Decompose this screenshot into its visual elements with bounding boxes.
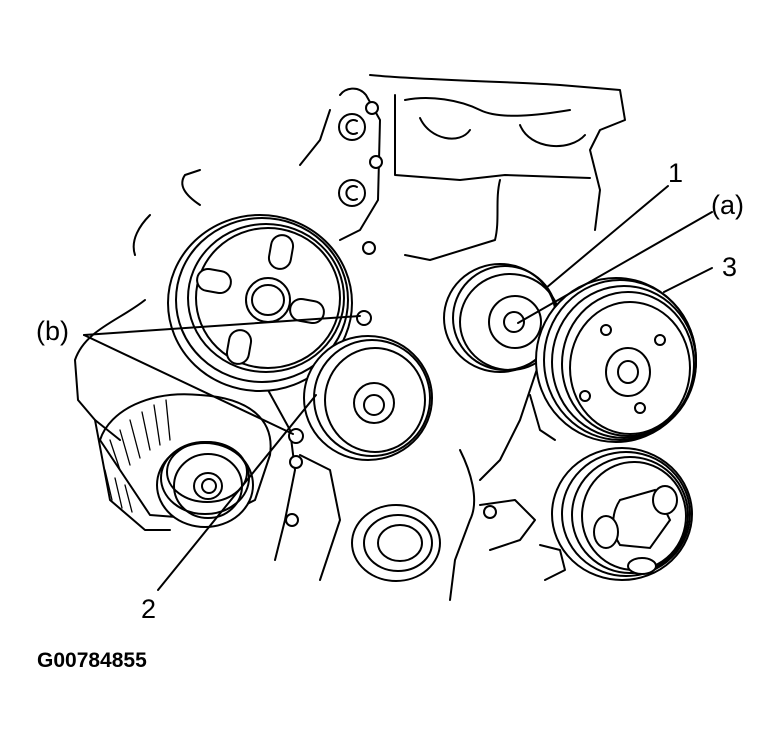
callout-b: (b): [36, 316, 69, 346]
ac-compressor-pulley: [551, 447, 693, 581]
power-steering-pulley: [535, 277, 697, 443]
callout-2: 2: [141, 594, 156, 624]
idler-pulley-center: [303, 335, 433, 461]
figure-code: G00784855: [37, 649, 147, 672]
callout-3: 3: [722, 252, 737, 282]
bolt-b-upper-icon: [356, 310, 372, 326]
engine-block-outline: [74, 74, 626, 601]
tensioner-bolt-icon: [503, 311, 525, 333]
callout-1: 1: [668, 158, 683, 188]
alternator: [99, 393, 272, 528]
leader-lines: [83, 185, 713, 591]
bolt-c-lower-icon: [338, 179, 366, 207]
tensioner-pulley: [443, 263, 561, 373]
crankshaft-seal: [351, 504, 441, 582]
bolt-b-lower-icon: [288, 428, 304, 444]
water-pump-pulley: [167, 214, 353, 392]
callout-a: (a): [711, 190, 744, 220]
bolt-c-upper-icon: [338, 113, 366, 141]
